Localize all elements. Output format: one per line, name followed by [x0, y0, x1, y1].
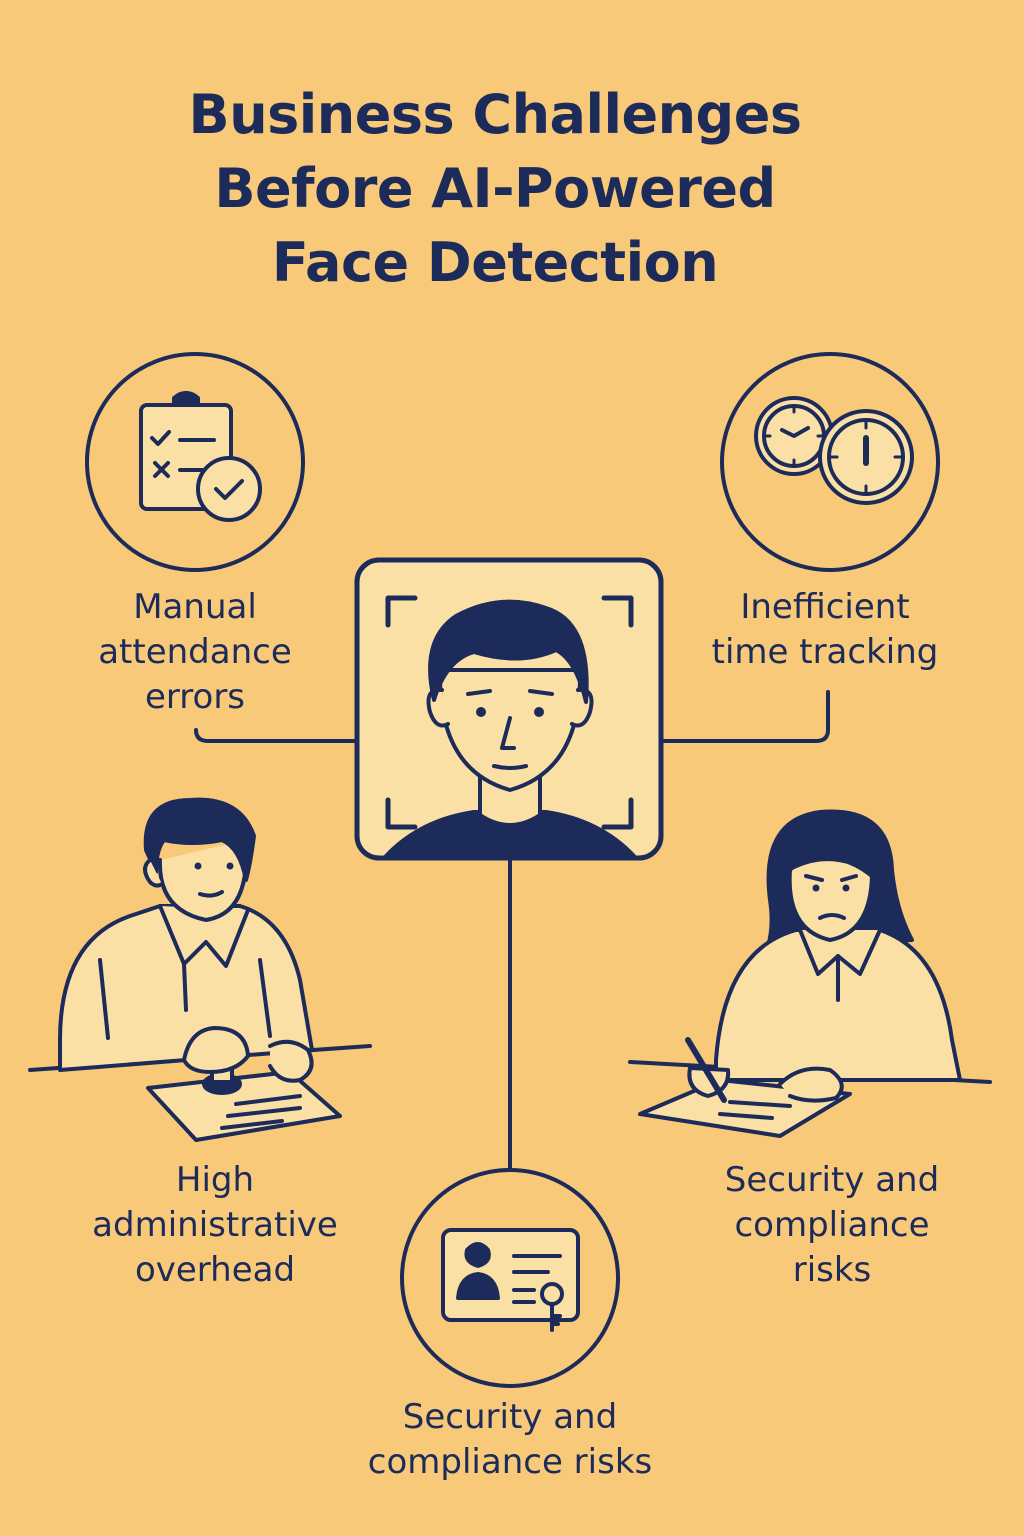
page-title: Business Challenges Before AI-Powered Fa…: [120, 78, 870, 300]
label-line: compliance risks: [367, 1442, 653, 1482]
woman-signing-document: [628, 809, 992, 1138]
label-line: Security and: [402, 1397, 618, 1437]
label-line: overhead: [134, 1250, 296, 1290]
label-line: High: [175, 1160, 255, 1200]
label-line: risks: [792, 1250, 872, 1290]
label-line: Inefficient: [740, 587, 910, 627]
label-line: Manual: [133, 587, 257, 627]
id-card-key-icon: [400, 1168, 620, 1388]
man-stamping-document: [28, 797, 372, 1142]
label-line: time tracking: [711, 632, 939, 672]
face-scan-icon: [354, 557, 664, 861]
label-security-compliance-right: Security and compliance risks: [690, 1158, 974, 1293]
label-line: administrative: [92, 1205, 338, 1245]
label-line: compliance: [734, 1205, 930, 1245]
label-security-compliance-bottom: Security and compliance risks: [340, 1395, 680, 1485]
clipboard-checklist-icon: [85, 352, 305, 572]
title-line-2: Before AI-Powered: [214, 157, 776, 220]
connector-lines: [194, 690, 830, 1170]
label-high-administrative-overhead: High administrative overhead: [70, 1158, 360, 1293]
two-clocks-icon: [720, 352, 940, 572]
label-line: errors: [144, 677, 246, 717]
label-inefficient-time-tracking: Inefficient time tracking: [690, 585, 960, 675]
label-line: Security and: [724, 1160, 940, 1200]
title-line-1: Business Challenges: [188, 83, 802, 146]
title-line-3: Face Detection: [271, 231, 719, 294]
label-manual-attendance-errors: Manual attendance errors: [60, 585, 330, 720]
label-line: attendance: [98, 632, 292, 672]
